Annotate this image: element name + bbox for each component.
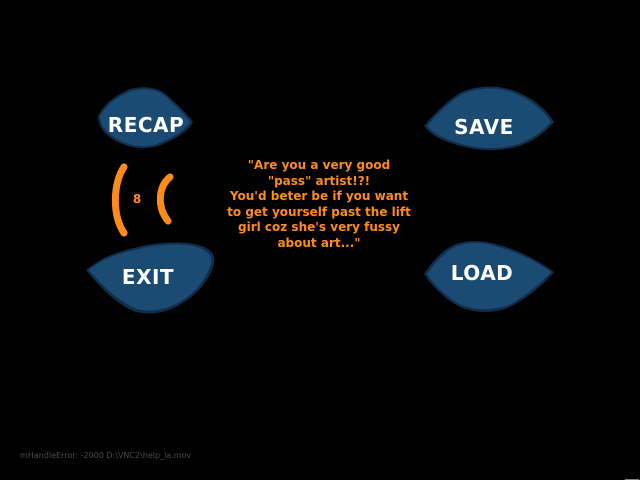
right-bracket-icon [156,173,174,225]
exit-button-shape: EXIT [86,242,215,314]
left-bracket-icon [111,163,128,237]
hint-line: to get yourself past the lift [227,204,411,219]
hint-line: "pass" artist!?! [267,173,371,188]
load-button-shape: LOAD [424,241,554,312]
hint-line: You'd beter be if you want [229,189,409,203]
arrow-cursor-icon [624,472,640,480]
hint-line: about art..." [277,235,361,250]
hint-text: "Are you a very good "pass" artist!?! Yo… [226,158,412,251]
recap-label: RECAP [108,113,184,137]
load-button[interactable]: LOAD [422,240,556,316]
exit-label: EXIT [122,265,174,289]
load-label: LOAD [451,261,514,285]
recap-button[interactable]: RECAP [84,86,196,152]
save-button[interactable]: SAVE [422,86,556,152]
recap-button-shape: RECAP [98,87,193,149]
counter-widget: 8 [104,163,184,239]
exit-button[interactable]: EXIT [84,240,218,316]
save-button-shape: SAVE [424,86,554,151]
hint-line: girl coz she's very fussy [238,220,400,234]
save-label: SAVE [454,115,514,139]
status-text: mHandleError: -2000 D:\VNC2\help_la.mov [20,451,192,460]
counter-value: 8 [132,192,142,206]
hint-line: "Are you a very good [247,158,391,172]
